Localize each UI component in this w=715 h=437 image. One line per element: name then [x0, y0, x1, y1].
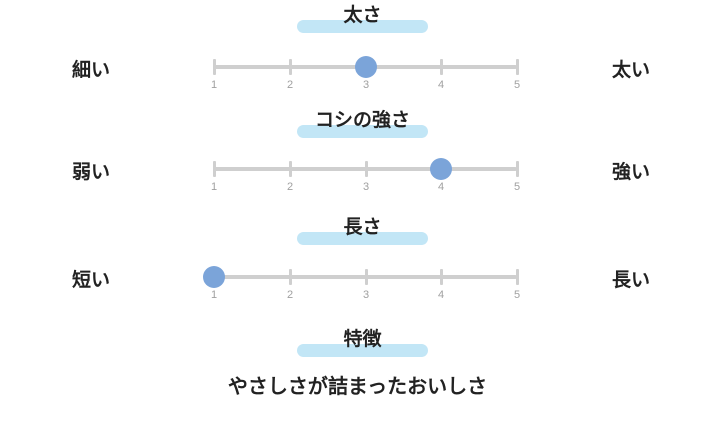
- scale-tick-label: 3: [362, 181, 370, 193]
- scale-tick-label: 1: [210, 181, 218, 193]
- rating-scale: 1 2 3 4 5: [211, 56, 520, 97]
- heading-highlight-bar: [297, 232, 428, 245]
- scale-value-marker: [355, 56, 377, 78]
- scale-tick-label: 4: [437, 181, 445, 193]
- scale-title: 太さ: [343, 4, 382, 26]
- scale-tick-label: 1: [210, 289, 218, 301]
- scale-heading: 長さ: [297, 215, 428, 245]
- heading-highlight-bar: [297, 125, 428, 138]
- scale-right-label: 太い: [612, 59, 651, 81]
- scale-tick-label: 4: [437, 289, 445, 301]
- rating-scale: 1 2 3 4 5: [203, 266, 520, 307]
- scale-title: コシの強さ: [314, 109, 410, 131]
- feature-heading: 特徴: [297, 327, 428, 357]
- scale-tick: [213, 161, 216, 177]
- heading-highlight-bar: [297, 344, 428, 357]
- scale-tick-label: 2: [286, 181, 294, 193]
- scale-tick: [289, 59, 292, 75]
- scale-tick-label: 3: [362, 289, 370, 301]
- scale-left-label: 細い: [72, 59, 111, 81]
- scale-tick-label: 2: [286, 79, 294, 91]
- scale-tick-label: 5: [513, 79, 521, 91]
- scale-right-label: 強い: [612, 161, 651, 183]
- scale-tick: [516, 161, 519, 177]
- scale-left-label: 弱い: [72, 161, 111, 183]
- scale-tick-label: 1: [210, 79, 218, 91]
- rating-scale: 1 2 3 4 5: [211, 158, 520, 199]
- scale-tick: [516, 59, 519, 75]
- scale-tick-label: 5: [513, 289, 521, 301]
- scale-heading: 太さ: [297, 3, 428, 33]
- scale-tick: [289, 161, 292, 177]
- scale-tick-label: 3: [362, 79, 370, 91]
- scale-tick-label: 4: [437, 79, 445, 91]
- scale-tick-label: 2: [286, 289, 294, 301]
- scale-right-label: 長い: [612, 269, 651, 291]
- scale-value-marker: [430, 158, 452, 180]
- scale-tick-label: 5: [513, 181, 521, 193]
- scale-title: 長さ: [343, 216, 382, 238]
- scale-tick: [289, 269, 292, 285]
- feature-title: 特徴: [343, 328, 382, 350]
- heading-highlight-bar: [297, 20, 428, 33]
- scale-heading: コシの強さ: [297, 108, 428, 138]
- scale-left-label: 短い: [72, 269, 111, 291]
- feature-description: やさしさが詰まったおいしさ: [227, 374, 488, 398]
- scale-tick: [440, 59, 443, 75]
- scale-value-marker: [203, 266, 225, 288]
- scale-tick: [365, 161, 368, 177]
- scale-tick: [440, 269, 443, 285]
- scale-tick: [516, 269, 519, 285]
- scale-tick: [365, 269, 368, 285]
- scale-tick: [213, 59, 216, 75]
